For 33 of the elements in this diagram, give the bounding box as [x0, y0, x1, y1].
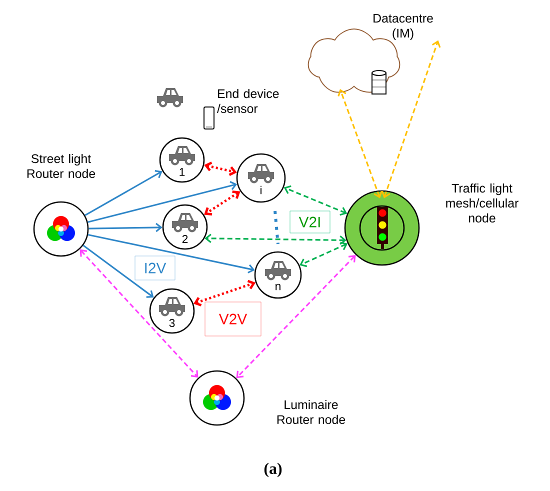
label-text: End device /sensor [217, 88, 279, 114]
arrow [204, 234, 346, 245]
arrow [88, 222, 162, 232]
arrow [300, 242, 348, 268]
router-node: Luminaire Router node [189, 370, 346, 426]
arrow [193, 280, 256, 306]
caption: (a) [264, 462, 282, 478]
arrow [284, 185, 348, 216]
node-label: Datacentre [374, 14, 433, 23]
car-node: 2 [162, 204, 208, 250]
arrow [88, 181, 238, 223]
arrow [236, 255, 356, 378]
car-node: i [236, 153, 286, 203]
car-node: 3 [149, 288, 195, 334]
arrow [80, 249, 198, 378]
cloud-node: Datacentre (IM) [308, 14, 433, 94]
node-label: Traffic light mesh/cellular node [446, 183, 518, 223]
arrow [204, 190, 240, 216]
arrow [84, 170, 162, 216]
arrow [338, 89, 382, 198]
car-node: n [254, 251, 302, 299]
arrow [382, 40, 441, 198]
car-node: 1 [159, 137, 205, 183]
arrow [82, 244, 154, 298]
label-box: V2I [290, 210, 330, 234]
node-label: Luminaire Router node [277, 400, 346, 424]
arrow [88, 234, 255, 274]
arrow [204, 162, 237, 176]
router-node: Street light Router node [27, 154, 96, 257]
traffic-light-node: Traffic light mesh/cellular node [344, 183, 518, 266]
label-box: I2V [134, 256, 176, 280]
label-box: V2V [204, 302, 262, 336]
node-label: Street light Router node [27, 154, 96, 178]
